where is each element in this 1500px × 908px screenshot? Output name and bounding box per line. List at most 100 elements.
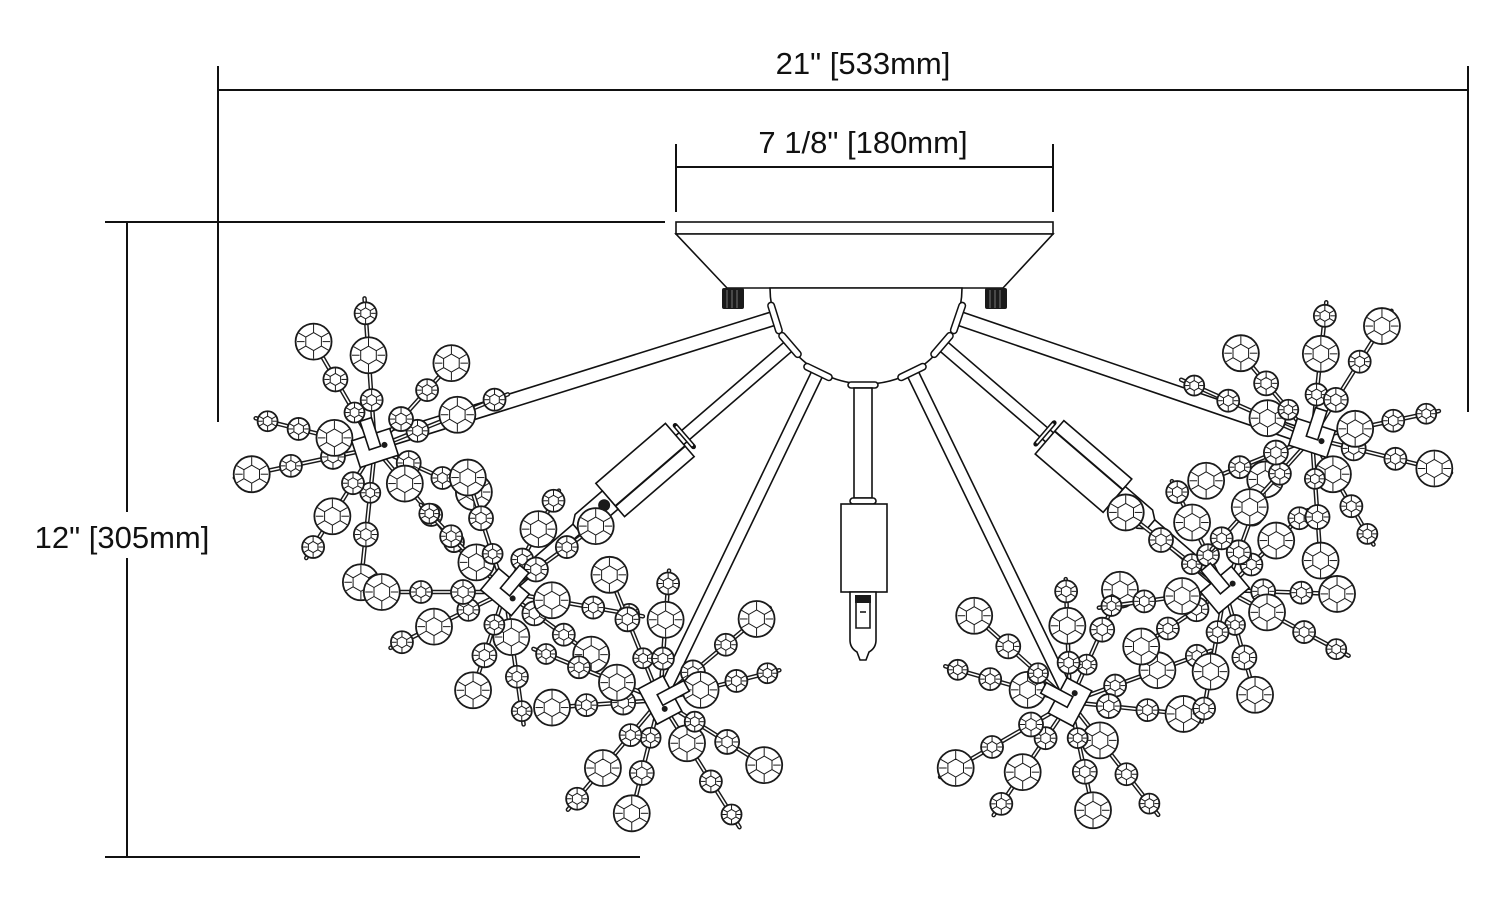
crystal-bead [541,488,566,513]
arm-right-middle-socket [1034,419,1133,514]
crystal-bead [1277,398,1300,421]
crystal-bead [1236,675,1274,714]
crystal-bead [1135,698,1160,723]
center-bulb [849,591,877,661]
cluster-right-lower-hub [1039,676,1093,728]
crystal-bead [1221,334,1260,373]
canopy-knob-left [722,288,744,309]
crystal-bead [1230,488,1269,527]
crystal-bead [1048,606,1087,645]
crystal-bead [322,366,349,393]
crystal-bead [656,571,681,596]
crystal-bead [1253,370,1280,397]
crystal-bead [554,535,579,559]
crystal-bead [483,613,506,636]
arm-left-lower-collar [803,362,833,382]
crystal-bead [256,410,279,433]
crystal-bead [468,505,494,532]
crystal-bead [533,688,571,727]
crystal-bead [1132,589,1157,614]
crystal-bead [313,497,352,536]
crystal-bead [279,453,303,478]
cluster-spoke [1048,576,1087,705]
cluster-right-middle [1096,460,1356,724]
crystal-bead [349,336,388,375]
height-label: 12" [305mm] [35,520,210,555]
crystal-bead [1209,526,1234,551]
crystal-bead [454,671,492,710]
crystal-bead [1100,595,1123,617]
crystal-bead [590,555,629,594]
crystal-bead [232,455,271,494]
center-stem [853,387,873,499]
center-stem-ring [849,497,877,505]
crystal-bead [618,723,643,748]
crystal-bead [1322,386,1349,413]
cluster-spoke [565,697,663,812]
crystal-bead [301,535,326,559]
crystal-bead [650,646,675,671]
crystal-bead [1183,374,1206,397]
crystal-bead [936,749,975,787]
crystal-bead [946,658,969,681]
arm-left-lower [653,368,825,704]
crystal-bead [418,502,441,525]
arm-left-upper-collar [767,301,783,335]
cluster-spoke [533,688,663,727]
cluster-left-middle [362,458,646,727]
width-dimension: 21" [533mm] [217,46,1469,422]
crystal-bead [955,596,994,635]
crystal-bead [1148,527,1174,553]
cluster-spoke [372,387,511,451]
crystal-bead [450,579,476,605]
cluster-spoke [253,410,378,457]
arm-right-middle [936,339,1231,594]
canopy-label: 7 1/8" [180mm] [758,125,967,160]
crystal-bead [713,632,738,657]
crystal-bead [1003,753,1042,792]
crystal-bead [683,710,706,733]
crystal-bead [353,521,379,548]
crystal-bead [482,387,507,412]
crystal-bead [439,524,464,549]
crystal-bead [1122,627,1161,666]
crystal-bead [581,595,606,620]
crystal-bead [432,344,471,383]
crystal-bead [745,746,784,785]
crystal-bead [614,606,641,633]
center-socket [840,503,888,593]
crystal-bead [1292,620,1317,644]
crystal-bead [1066,727,1089,749]
crystal-bead [1263,439,1289,466]
crystal-bead [980,735,1004,759]
crystal-bead [628,760,655,786]
cluster-spoke [1309,307,1401,441]
crystal-bead [1312,303,1337,328]
crystal-bead [1114,762,1139,787]
crystal-bead [995,633,1022,660]
canopy-body [674,233,1055,289]
crystal-bead [481,542,504,565]
crystal-bead [978,667,1003,692]
crystal-bead [1192,696,1217,721]
crystal-bead [1173,503,1211,542]
crystal-bead [1163,577,1202,615]
crystal-bead [1165,480,1190,504]
crystal-bead [1227,455,1252,480]
crystal-bead [724,669,749,693]
cluster-spoke [1191,587,1230,724]
crystal-bead [362,573,401,611]
crystal-bead [471,642,498,669]
crystal-bead [535,643,557,665]
arm-right-lower [905,368,1079,706]
arm-right-middle-collar [930,331,954,359]
crystal-bead [1339,494,1364,519]
crystal-bead [1074,791,1112,830]
crystal-bead [1304,382,1329,407]
arm-right-lower-collar [897,362,927,382]
center-collar [847,381,879,389]
crystal-bead [1303,467,1326,490]
crystal-bead [409,580,433,604]
crystal-bead [353,301,378,326]
